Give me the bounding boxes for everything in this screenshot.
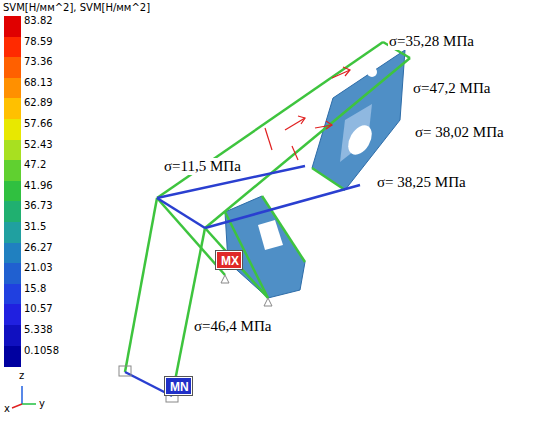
color-band [4,181,21,202]
low-stress-members [125,166,360,396]
color-band [4,346,21,367]
color-band [4,201,21,222]
axis-label: x [3,403,11,414]
color-band [4,98,21,119]
stress-label: σ=47,2 МПа [412,80,491,97]
scale-value: 36.73 [24,200,53,211]
stress-label: σ=46,4 МПа [193,318,272,335]
plate-hole [343,121,376,159]
color-band [4,57,21,78]
scale-value: 68.13 [24,77,53,88]
min-marker: MN [165,377,192,395]
color-band [4,140,21,161]
axis-label: y [38,398,46,409]
color-band [4,160,21,181]
color-band [4,119,21,140]
scale-value: 83.82 [24,15,53,26]
stress-label: σ= 38,25 МПа [376,174,467,191]
stress-label: σ=11,5 МПа [163,158,242,175]
color-band [4,78,21,99]
scale-value: 21.03 [24,262,53,273]
plate-hole [367,67,377,77]
color-band [4,16,21,37]
load-arrow [265,67,350,160]
axis-triad [12,386,36,408]
marker-text: MX [221,254,239,268]
mesh-plate [312,50,405,190]
marker-text: MN [170,380,189,394]
scale-value: 0.1058 [24,345,59,356]
scale-value: 52.43 [24,139,53,150]
scale-value: 78.59 [24,36,53,47]
color-band [4,304,21,325]
scale-value: 5.338 [24,324,53,335]
scale-value: 10.57 [24,303,53,314]
color-band [4,263,21,284]
scale-value: 62.89 [24,97,53,108]
legend-title: SVM[Н/мм^2], SVM[Н/мм^2] [3,2,150,13]
stress-label: σ= 38,02 МПа [414,124,505,141]
scale-value: 57.66 [24,118,53,129]
color-band [4,325,21,346]
color-band [4,243,21,264]
axis-label: z [18,370,25,381]
color-band [4,284,21,305]
scale-value: 41.96 [24,180,53,191]
stress-label: σ=35,28 МПа [388,33,475,50]
frame-members [125,42,410,396]
scale-value: 73.36 [24,56,53,67]
scale-value: 47.2 [24,159,46,170]
scale-value: 26.27 [24,242,53,253]
support-symbol [119,275,272,402]
color-band [4,37,21,58]
max-marker: MX [216,251,242,269]
scale-value: 31.5 [24,221,46,232]
color-band [4,222,21,243]
scale-value: 15.8 [24,283,46,294]
